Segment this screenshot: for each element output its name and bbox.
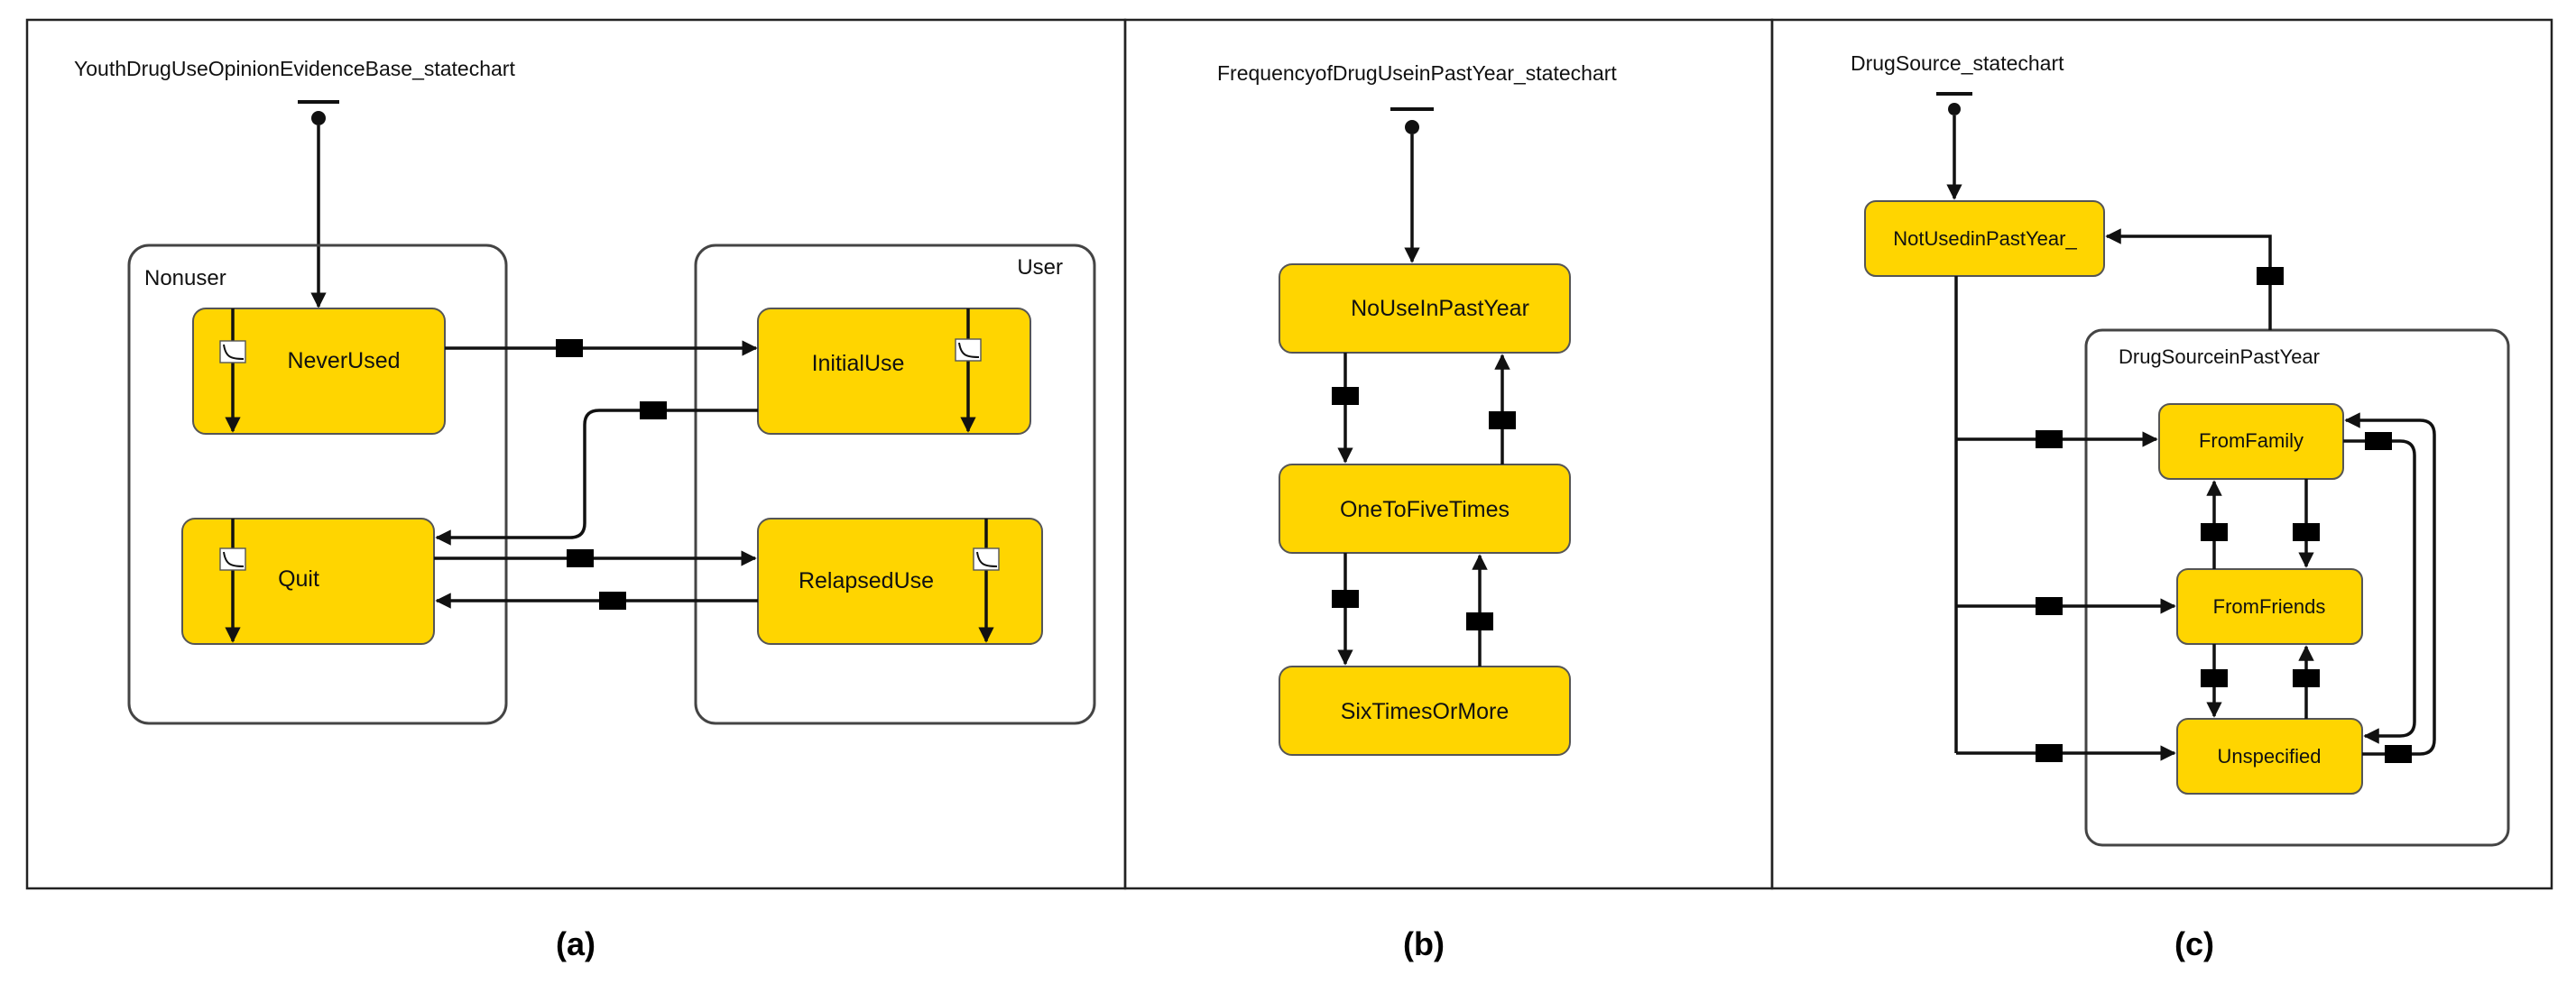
state-initial-use-label: InitialUse: [812, 351, 905, 376]
user-group: [694, 244, 1096, 725]
state-not-used-in-past-year[interactable]: NotUsedinPastYear_: [1864, 200, 2105, 277]
state-no-use-label: NoUseInPastYear: [1351, 296, 1529, 321]
state-no-use-in-past-year[interactable]: NoUseInPastYear: [1279, 263, 1571, 354]
timeout-curve-icon: [219, 340, 246, 363]
state-from-family[interactable]: FromFamily: [2158, 403, 2344, 480]
state-one-to-five-label: OneToFiveTimes: [1340, 497, 1510, 522]
envelope-icon: [2293, 523, 2320, 541]
envelope-icon: [2036, 430, 2063, 448]
envelope-icon: [599, 592, 626, 610]
panel-c-caption: (c): [2174, 925, 2214, 962]
envelope-icon: [567, 549, 594, 567]
panel-b-title: FrequencyofDrugUseinPastYear_statechart: [1217, 61, 1617, 85]
state-quit[interactable]: Quit: [181, 518, 435, 645]
envelope-icon: [2293, 669, 2320, 687]
panel-c-title: DrugSource_statechart: [1851, 51, 2064, 75]
timeout-curve-icon: [955, 338, 982, 362]
envelope-icon: [2201, 669, 2228, 687]
envelope-icon: [2385, 745, 2412, 763]
timeout-curve-icon: [219, 547, 246, 571]
transition-unspecified-to-family: [2344, 412, 2436, 756]
panel-a-frame: [25, 18, 1127, 890]
state-friends-label: FromFriends: [2213, 595, 2326, 618]
envelope-icon: [640, 401, 667, 419]
panel-a-title: YouthDrugUseOpinionEvidenceBase_statecha…: [74, 57, 515, 80]
initial-pointer-icon: [1390, 107, 1434, 134]
state-six-or-more-label: SixTimesOrMore: [1341, 699, 1510, 724]
state-one-to-five-times[interactable]: OneToFiveTimes: [1279, 464, 1571, 554]
timeout-loop-quit: [219, 519, 246, 643]
panel-b-caption: (b): [1403, 925, 1445, 962]
timeout-curve-icon: [973, 547, 1000, 571]
transition-family-to-unspecified: [2343, 439, 2416, 744]
timeout-loop-initial-use: [955, 308, 982, 433]
panel-a-caption: (a): [556, 925, 596, 962]
state-never-used-label: NeverUsed: [287, 348, 400, 373]
state-family-label: FromFamily: [2199, 429, 2304, 452]
state-never-used[interactable]: NeverUsed: [192, 308, 446, 435]
state-from-friends[interactable]: FromFriends: [2176, 568, 2363, 645]
envelope-icon: [1466, 612, 1493, 630]
nonuser-group-label: Nonuser: [144, 266, 226, 290]
user-group-label: User: [1017, 255, 1063, 280]
state-relapsed-use-label: RelapsedUse: [799, 568, 934, 593]
panel-c: DrugSource_statechart NotUsedinPastYear_…: [1851, 51, 2510, 962]
timeout-loop-never-used: [219, 308, 246, 433]
state-unspecified[interactable]: Unspecified: [2176, 718, 2363, 795]
state-quit-label: Quit: [278, 566, 319, 592]
envelope-icon: [1489, 411, 1516, 429]
initial-pointer-icon: [298, 100, 339, 125]
nonuser-group: [127, 244, 508, 725]
transition-initial-to-quit: [435, 409, 758, 546]
state-unspecified-label: Unspecified: [2218, 745, 2322, 768]
envelope-icon: [1332, 590, 1359, 608]
initial-pointer-icon: [1936, 92, 1972, 115]
state-six-times-or-more[interactable]: SixTimesOrMore: [1279, 666, 1571, 756]
state-not-used-label: NotUsedinPastYear_: [1893, 227, 2077, 250]
drug-source-in-past-year-group: [2084, 328, 2510, 847]
panel-b: FrequencyofDrugUseinPastYear_statechart …: [1217, 61, 1617, 962]
envelope-icon: [2036, 744, 2063, 762]
envelope-icon: [2257, 267, 2284, 285]
state-initial-use[interactable]: InitialUse: [757, 308, 1031, 435]
timeout-loop-relapsed-use: [973, 519, 1000, 643]
drug-source-group-label: DrugSourceinPastYear: [2119, 345, 2320, 368]
envelope-icon: [2201, 523, 2228, 541]
state-relapsed-use[interactable]: RelapsedUse: [757, 518, 1043, 645]
transition-group-to-notused: [2105, 228, 2272, 330]
envelope-icon: [2365, 432, 2392, 450]
envelope-icon: [1332, 387, 1359, 405]
panel-a: YouthDrugUseOpinionEvidenceBase_statecha…: [74, 57, 1096, 962]
envelope-icon: [2036, 597, 2063, 615]
panel-b-frame: [1123, 18, 1774, 890]
panel-c-frame: [1770, 18, 2553, 890]
envelope-icon: [556, 339, 583, 357]
